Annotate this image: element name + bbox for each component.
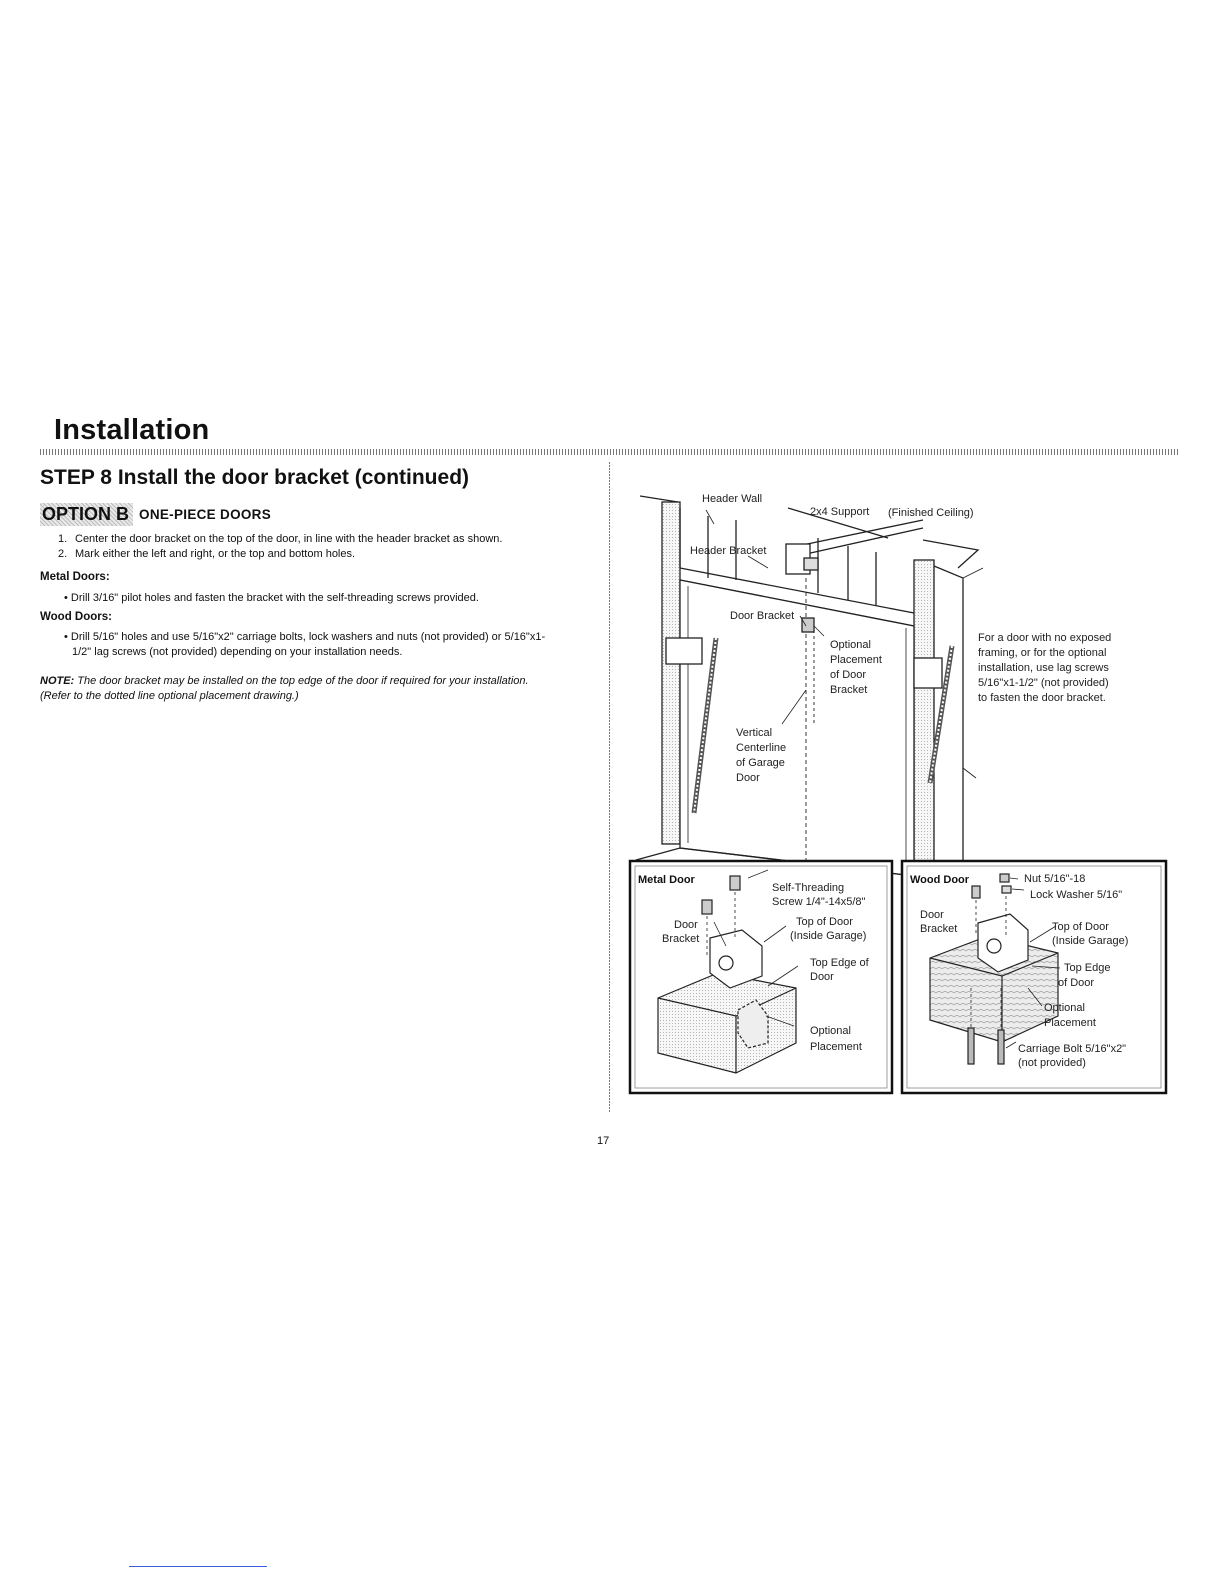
wood-lock-washer-label: Lock Washer 5/16" (1030, 889, 1122, 901)
option-badge: OPTION B (40, 503, 134, 526)
label-2x4-support: 2x4 Support (810, 506, 869, 518)
label-header-bracket: Header Bracket (690, 545, 766, 557)
wood-top-edge-label: Top Edge of Door (1058, 962, 1114, 989)
option-row: OPTION B ONE-PIECE DOORS (40, 503, 271, 526)
instruction-item: 1. Center the door bracket on the top of… (58, 532, 502, 547)
metal-screw-label: Self-Threading Screw 1/4"-14x5/8" (772, 882, 866, 908)
left-stud (661, 501, 681, 845)
bottom-rule (129, 1566, 267, 1567)
wood-top-of-door-label: Top of Door (Inside Garage) (1052, 921, 1128, 947)
wood-doors-heading: Wood Doors: (40, 611, 112, 623)
wood-doors-bullet: • Drill 5/16" holes and use 5/16"x2" car… (64, 630, 594, 659)
label-vertical-centerline: Vertical Centerline of Garage Door (736, 727, 789, 784)
title-rule (40, 449, 1180, 455)
garage-scene (635, 495, 984, 881)
label-side-note: For a door with no exposed framing, or f… (978, 632, 1114, 704)
wood-nut-label: Nut 5/16"-18 (1024, 873, 1085, 885)
note-label: NOTE: (40, 675, 75, 687)
instruction-text: Mark either the left and right, or the t… (75, 547, 356, 560)
wood-door-bracket-label: Door Bracket (920, 909, 957, 935)
option-title: ONE-PIECE DOORS (139, 507, 272, 522)
column-divider (609, 462, 610, 1112)
label-door-bracket: Door Bracket (730, 610, 794, 622)
main-labels: Header Wall 2x4 Support (Finished Ceilin… (690, 493, 1114, 784)
metal-optional-label: Optional Placement (810, 1025, 862, 1053)
diagram-svg: Header Wall 2x4 Support (Finished Ceilin… (628, 493, 1168, 1095)
note: NOTE: The door bracket may be installed … (40, 674, 600, 704)
wood-inset-title: Wood Door (910, 874, 970, 886)
wood-optional-label: Optional Placement (1044, 1002, 1096, 1029)
instruction-number: 1. (58, 533, 68, 545)
metal-top-of-door-label: Top of Door (Inside Garage) (790, 916, 866, 942)
note-text-2: (Refer to the dotted line optional place… (40, 690, 299, 702)
note-text: The door bracket may be installed on the… (77, 675, 529, 687)
section-title: Installation (54, 414, 210, 446)
instruction-text: Center the door bracket on the top of th… (75, 533, 503, 545)
installation-diagram: Header Wall 2x4 Support (Finished Ceilin… (618, 468, 1178, 1108)
wood-carriage-bolt-label: Carriage Bolt 5/16"x2" (not provided) (1018, 1043, 1129, 1069)
instruction-item: 2. Mark either the left and right, or th… (58, 547, 502, 562)
metal-doors-bullet: • Drill 3/16" pilot holes and fasten the… (64, 592, 479, 604)
step-heading: STEP 8 Install the door bracket (continu… (40, 466, 470, 489)
label-header-wall: Header Wall (702, 493, 762, 505)
metal-doors-heading: Metal Doors: (40, 571, 110, 583)
metal-door-bracket-label: Door Bracket (662, 919, 701, 945)
instruction-number: 2. (58, 547, 68, 560)
wood-bullet-line-1: • Drill 5/16" holes and use 5/16"x2" car… (64, 631, 546, 643)
wood-bullet-line-2: 1/2" lag screws (not provided) depending… (72, 645, 403, 658)
right-stud (913, 559, 935, 881)
page-number: 17 (597, 1135, 610, 1147)
metal-inset-title: Metal Door (638, 874, 696, 886)
instruction-list: 1. Center the door bracket on the top of… (58, 532, 502, 561)
metal-top-edge-label: Top Edge of Door (810, 957, 872, 983)
wood-door-inset: Wood Door Nut 5/16"-18 Lock Washer 5/16"… (900, 859, 1168, 1095)
label-optional-placement: Optional Placement of Door Bracket (830, 639, 885, 696)
label-finished-ceiling: (Finished Ceiling) (888, 507, 974, 519)
metal-door-inset: Metal Door Self-Threading Screw 1/4"-14x… (628, 859, 894, 1095)
